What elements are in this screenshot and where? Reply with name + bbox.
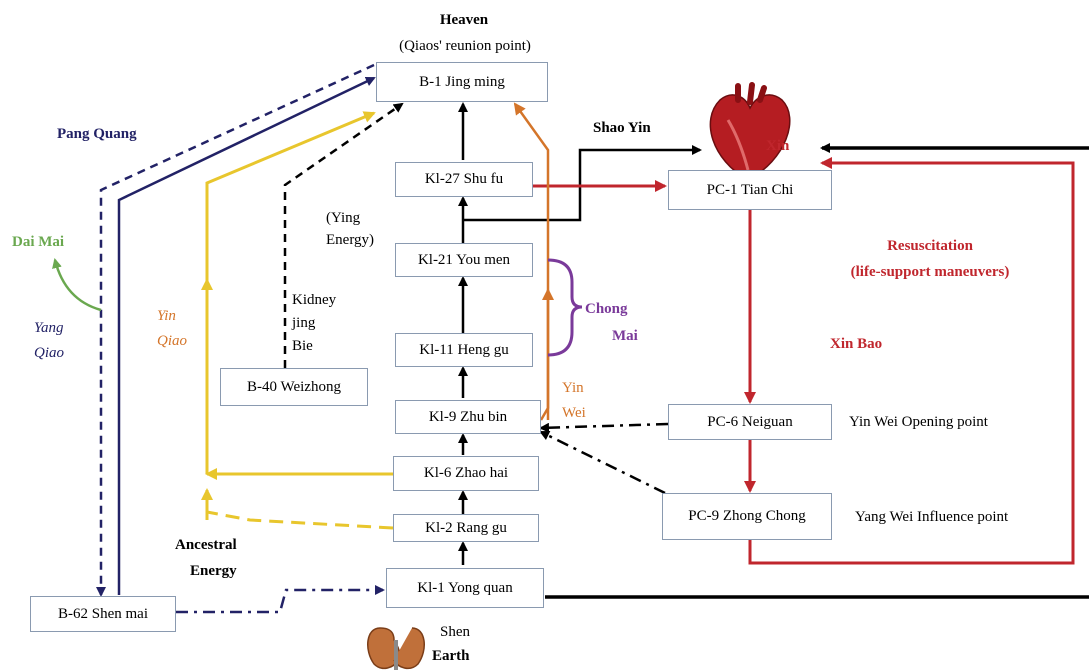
node-b62: B-62 Shen mai [30,596,176,632]
heart-icon [709,82,791,181]
node-pc9: PC-9 Zhong Chong [662,493,832,540]
node-kl21: Kl-21 You men [395,243,533,277]
ying-energy-label-2: Energy) [326,232,375,248]
kidney-jing-bie-line [283,102,404,368]
node-kl2: Kl-2 Rang gu [393,514,539,542]
node-kl6: Kl-6 Zhao hai [393,456,539,491]
kidney-jing-bie-label-3: Bie [292,338,313,354]
yin-wei-label-1: Yin [562,380,584,396]
node-kl11: Kl-11 Heng gu [395,333,533,367]
node-pc6: PC-6 Neiguan [668,404,832,440]
heaven-label: Heaven [439,12,489,28]
life-support-label: (life-support maneuvers) [850,264,1010,280]
ancestral-energy-label-1: Ancestral [175,537,237,553]
yang-qiao-navy-lines [96,63,385,614]
earth-label: Earth [432,648,470,664]
ancestral-energy-label-2: Energy [190,563,237,579]
node-b40: B-40 Weizhong [220,368,368,406]
node-b1: B-1 Jing ming [376,62,548,102]
pang-quang-label: Pang Quang [57,126,137,142]
kidney-jing-bie-label-1: Kidney [292,292,337,308]
chong-mai-bracket [547,258,583,357]
yin-qiao-label-1: Yin [157,308,176,324]
node-kl27: Kl-27 Shu fu [395,162,533,197]
shen-label: Shen [440,624,470,640]
shao-yin-label: Shao Yin [593,120,651,136]
node-kl1: Kl-1 Yong quan [386,568,544,608]
yin-qiao-label-2: Qiao [157,333,187,349]
node-pc1: PC-1 Tian Chi [668,170,832,210]
yin-wei-label-2: Wei [562,405,586,421]
yin-wei-dashdot-lines [539,422,669,495]
yang-qiao-label-1: Yang [34,320,64,336]
yang-qiao-label-2: Qiao [34,345,64,361]
chong-mai-label-2: Mai [612,328,638,344]
xin-bao-label: Xin Bao [830,336,883,352]
dai-mai-label: Dai Mai [12,234,65,250]
node-kl9: Kl-9 Zhu bin [395,400,541,434]
kidney-jing-bie-label-2: jing [292,315,316,331]
yin-qiao-gold-lines [201,111,394,530]
resuscitation-label: Resuscitation [887,238,973,254]
yang-wei-influence-label: Yang Wei Influence point [855,509,1009,525]
reunion-point-label: (Qiaos' reunion point) [399,38,531,54]
yin-wei-opening-label: Yin Wei Opening point [849,414,988,430]
kidney-icon [367,627,425,670]
yin-wei-orange-lines [513,102,554,421]
dai-mai-arc [52,258,102,312]
xin-label: Xin [766,138,790,154]
pericardium-red-lines [533,157,1075,565]
chong-mai-label-1: Chong [585,301,628,317]
ying-energy-label-1: (Ying [326,210,361,226]
